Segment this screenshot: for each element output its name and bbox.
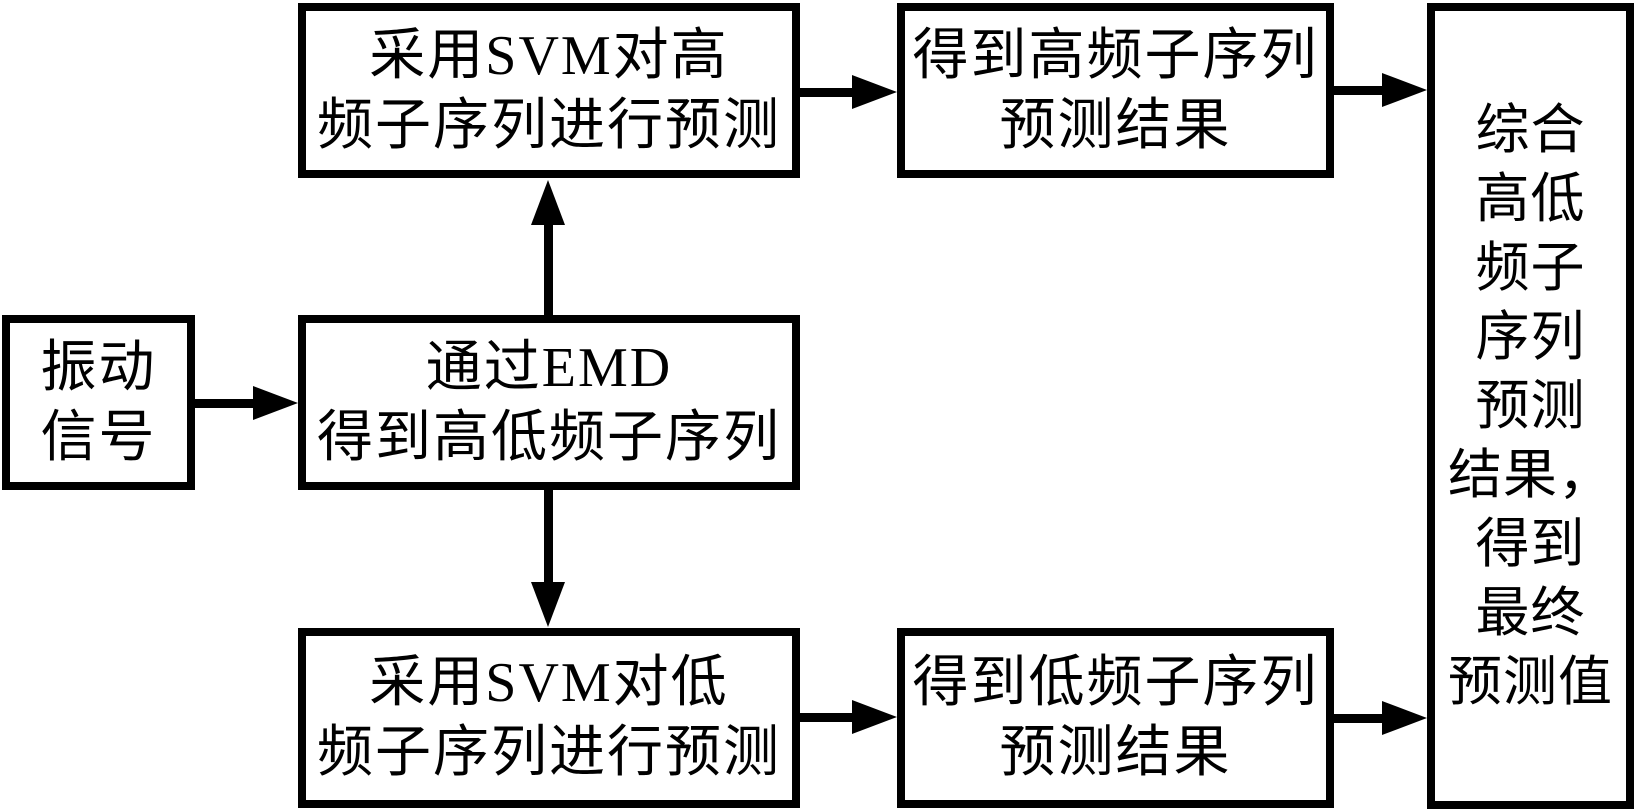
- node-svm-high-label: 采用SVM对高 频子序列进行预测: [317, 24, 781, 157]
- node-high-result-label: 得到高频子序列 预测结果: [912, 24, 1319, 157]
- arrowhead-right-icon: [1382, 701, 1427, 735]
- node-emd: 通过EMD 得到高低频子序列: [298, 315, 800, 490]
- node-svm-high: 采用SVM对高 频子序列进行预测: [298, 3, 800, 178]
- arrow-shaft: [544, 222, 553, 315]
- arrowhead-up-icon: [531, 180, 565, 225]
- node-vibration-signal: 振动 信号: [2, 315, 195, 490]
- node-emd-label: 通过EMD 得到高低频子序列: [317, 336, 781, 469]
- node-svm-low: 采用SVM对低 频子序列进行预测: [298, 628, 800, 808]
- arrow-shaft: [195, 399, 257, 408]
- node-low-result: 得到低频子序列 预测结果: [897, 628, 1334, 808]
- arrow-shaft: [800, 713, 854, 722]
- node-svm-low-label: 采用SVM对低 频子序列进行预测: [317, 652, 781, 784]
- arrowhead-right-icon: [852, 700, 897, 734]
- node-high-result: 得到高频子序列 预测结果: [897, 3, 1334, 178]
- node-final-result: 综合 高低 频子 序列 预测 结果， 得到 最终 预测值: [1427, 3, 1634, 809]
- node-final-result-label: 综合 高低 频子 序列 预测 结果， 得到 最终 预测值: [1448, 99, 1613, 712]
- arrow-shaft: [544, 490, 553, 584]
- arrow-shaft: [800, 88, 854, 97]
- node-low-result-label: 得到低频子序列 预测结果: [912, 652, 1319, 784]
- arrowhead-right-icon: [253, 386, 298, 420]
- arrowhead-right-icon: [852, 75, 897, 109]
- arrowhead-down-icon: [531, 582, 565, 627]
- node-vibration-signal-label: 振动 信号: [40, 336, 157, 469]
- arrow-shaft: [1334, 86, 1384, 95]
- arrowhead-right-icon: [1382, 73, 1427, 107]
- arrow-shaft: [1334, 714, 1384, 723]
